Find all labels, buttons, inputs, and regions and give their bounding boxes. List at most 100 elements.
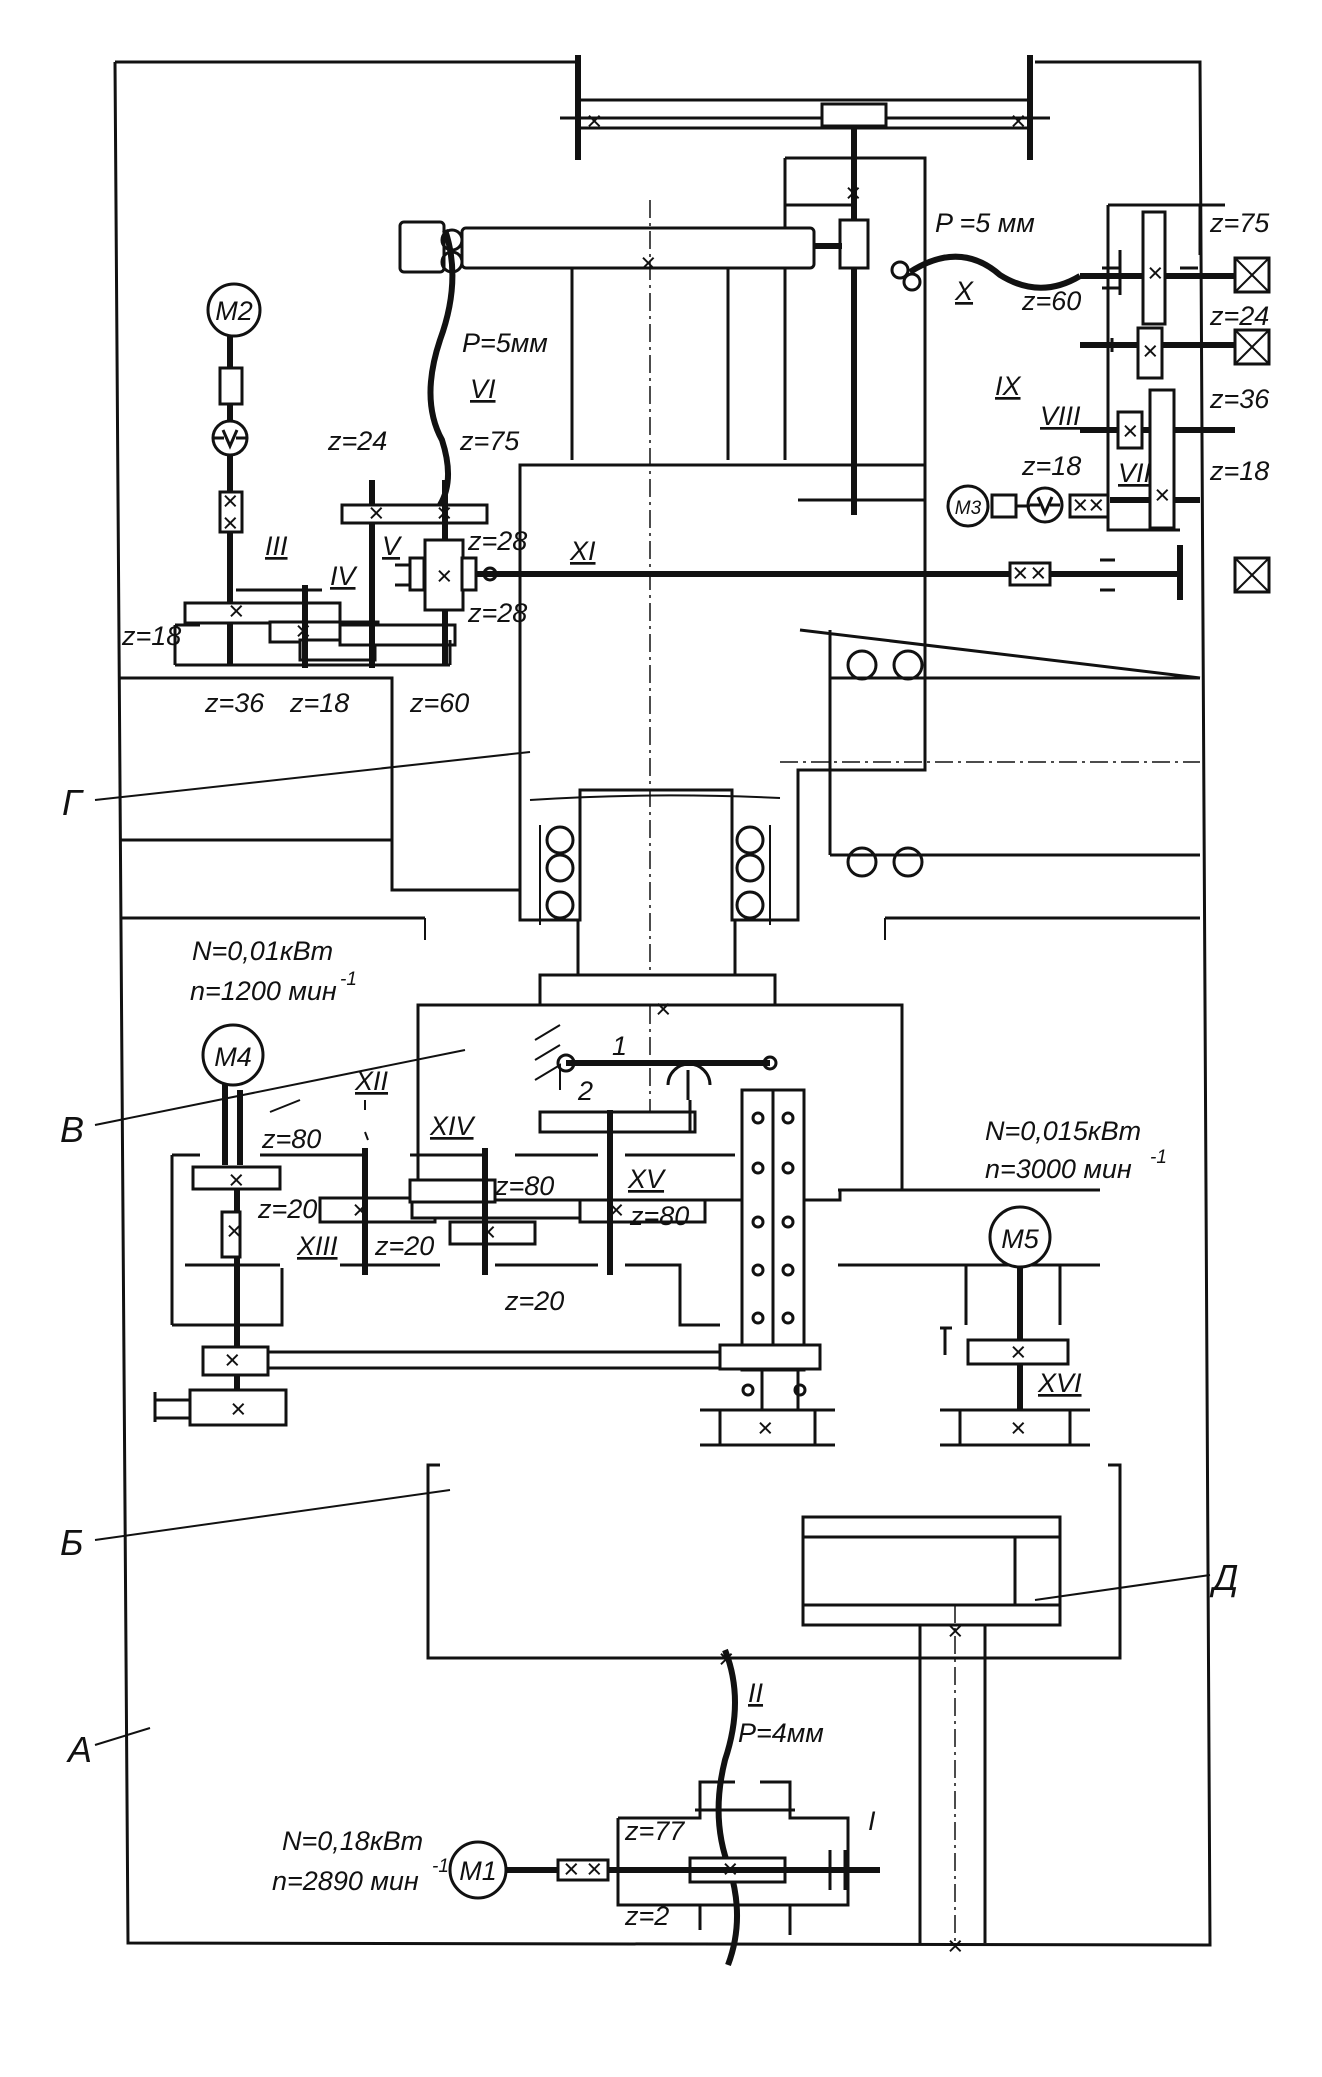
motor-m2: M2 <box>206 282 262 338</box>
svg-text:×: × <box>436 561 452 591</box>
zone-label-d: Д <box>1209 1557 1238 1598</box>
zone-label-v: В <box>60 1109 84 1150</box>
shaft-labels: I II III IV V VI VII VIII IX X XI XII XI… <box>265 276 1152 1836</box>
svg-text:×: × <box>586 106 602 136</box>
shaft-label-vi: VI <box>470 374 496 404</box>
shaft-label-ii: II <box>748 1678 764 1708</box>
svg-text:×: × <box>947 1616 963 1646</box>
svg-text:×: × <box>1072 490 1088 520</box>
gear-label: z=18 <box>1021 451 1081 481</box>
gear-label: z=80 <box>261 1124 321 1154</box>
m5-speed: n=3000 мин <box>985 1154 1132 1184</box>
svg-text:×: × <box>845 178 861 208</box>
m4-speed-exp: -1 <box>340 969 357 990</box>
svg-text:×: × <box>222 508 238 538</box>
svg-text:×: × <box>1147 258 1163 288</box>
svg-text:×: × <box>230 1394 246 1424</box>
carriage-v: × <box>416 920 1100 1267</box>
svg-text:×: × <box>226 1216 242 1246</box>
vertical-feed-gearbox-m2: ×× × × × × × ×× <box>173 229 1271 668</box>
shaft-label-i: I <box>868 1806 876 1836</box>
gear-label: z=77 <box>624 1816 685 1846</box>
svg-text:×: × <box>640 248 656 278</box>
svg-text:×: × <box>1010 1413 1026 1443</box>
gear-label: z=24 <box>1209 301 1269 331</box>
gear-label: z=36 <box>204 688 265 718</box>
gear-label: z=60 <box>1021 286 1081 316</box>
m5-speed-exp: -1 <box>1150 1147 1167 1168</box>
gear-label: z=20 <box>374 1231 434 1261</box>
gear-label: z=36 <box>1209 384 1270 414</box>
svg-text:×: × <box>1030 558 1046 588</box>
lever-label-1: 1 <box>612 1031 627 1061</box>
m1-speed: n=2890 мин <box>272 1866 419 1896</box>
screw-vi-pitch: P=5мм <box>462 328 548 358</box>
shaft-label-ix: IX <box>995 371 1022 401</box>
shaft-label-vii: VII <box>1118 458 1152 488</box>
gear-label: z=18 <box>289 688 349 718</box>
svg-text:×: × <box>586 1854 602 1884</box>
zone-label-b: Б <box>60 1522 83 1563</box>
zone-label-a: А <box>66 1729 92 1770</box>
upper-guide: × <box>783 128 927 628</box>
gear-label: z=18 <box>1209 456 1269 486</box>
svg-text:×: × <box>222 486 238 516</box>
svg-text:×: × <box>228 1165 244 1195</box>
carriage-g <box>120 463 1201 940</box>
worm-drive-m1: × × ×× <box>500 1644 880 1967</box>
motor-m5-label: M5 <box>1001 1224 1039 1254</box>
vertical-rack: × <box>700 1088 835 1447</box>
beam-upper: × <box>398 200 842 1130</box>
svg-text:×: × <box>655 994 671 1024</box>
motor-m2-label: M2 <box>215 296 253 326</box>
zone-label-g: Г <box>62 782 84 823</box>
gear-label: z=2 <box>624 1901 669 1931</box>
shaft-label-iv: IV <box>330 561 359 591</box>
gear-label: z=28 <box>467 598 527 628</box>
motor-m4: M4 <box>201 1023 265 1087</box>
gear-label: z=75 <box>1209 208 1270 238</box>
horizontal-feed-gearbox-m3: × × × × ×× <box>890 203 1271 532</box>
shaft-label-viii: VIII <box>1040 401 1081 431</box>
table-b: × × <box>426 1463 1122 1961</box>
screw-x-pitch: P =5 мм <box>935 208 1035 238</box>
gear-label: z=24 <box>327 426 387 456</box>
motor-m3-label: M3 <box>955 498 982 519</box>
motor-m4-label: M4 <box>214 1042 252 1072</box>
frame-a <box>113 60 1212 1947</box>
shaft-label-xvi: XVI <box>1037 1368 1082 1398</box>
m4-speed: n=1200 мин <box>190 976 337 1006</box>
gear-label: z=18 <box>121 621 181 651</box>
svg-text:×: × <box>1142 336 1158 366</box>
shaft-label-v: V <box>382 531 403 561</box>
svg-text:×: × <box>1154 480 1170 510</box>
feed-gearbox-m4: × × × × × × × <box>153 1080 735 1427</box>
motor-m1: M1 <box>448 1840 508 1900</box>
shaft-label-iii: III <box>265 531 288 561</box>
m5-power: N=0,015кВт <box>985 1116 1141 1146</box>
svg-text:×: × <box>757 1413 773 1443</box>
svg-text:×: × <box>1010 1337 1026 1367</box>
gear-label: z=20 <box>504 1286 564 1316</box>
gear-labels: z=18 z=36 z=18 z=60 z=24 z=75 z=28 z=28 … <box>121 208 1270 1931</box>
svg-text:×: × <box>1088 490 1104 520</box>
gear-label: z=60 <box>409 688 469 718</box>
shaft-label-xiv: XIV <box>429 1111 477 1141</box>
svg-text:×: × <box>228 596 244 626</box>
gear-label: z=75 <box>459 426 520 456</box>
feed-drive-m5: × × <box>940 1260 1090 1447</box>
shaft-label-xi: XI <box>569 536 596 566</box>
gear-label: z=20 <box>257 1194 317 1224</box>
motor-m1-label: M1 <box>459 1856 497 1886</box>
m4-power: N=0,01кВт <box>192 936 333 966</box>
motor-m5: M5 <box>988 1205 1052 1269</box>
svg-text:×: × <box>1012 558 1028 588</box>
lever-label-2: 2 <box>577 1076 593 1106</box>
shaft-label-x: X <box>954 276 974 306</box>
top-crossbeam: × × <box>560 55 1050 160</box>
svg-text:×: × <box>368 498 384 528</box>
svg-text:×: × <box>1010 106 1026 136</box>
gear-label: z=80 <box>494 1171 554 1201</box>
